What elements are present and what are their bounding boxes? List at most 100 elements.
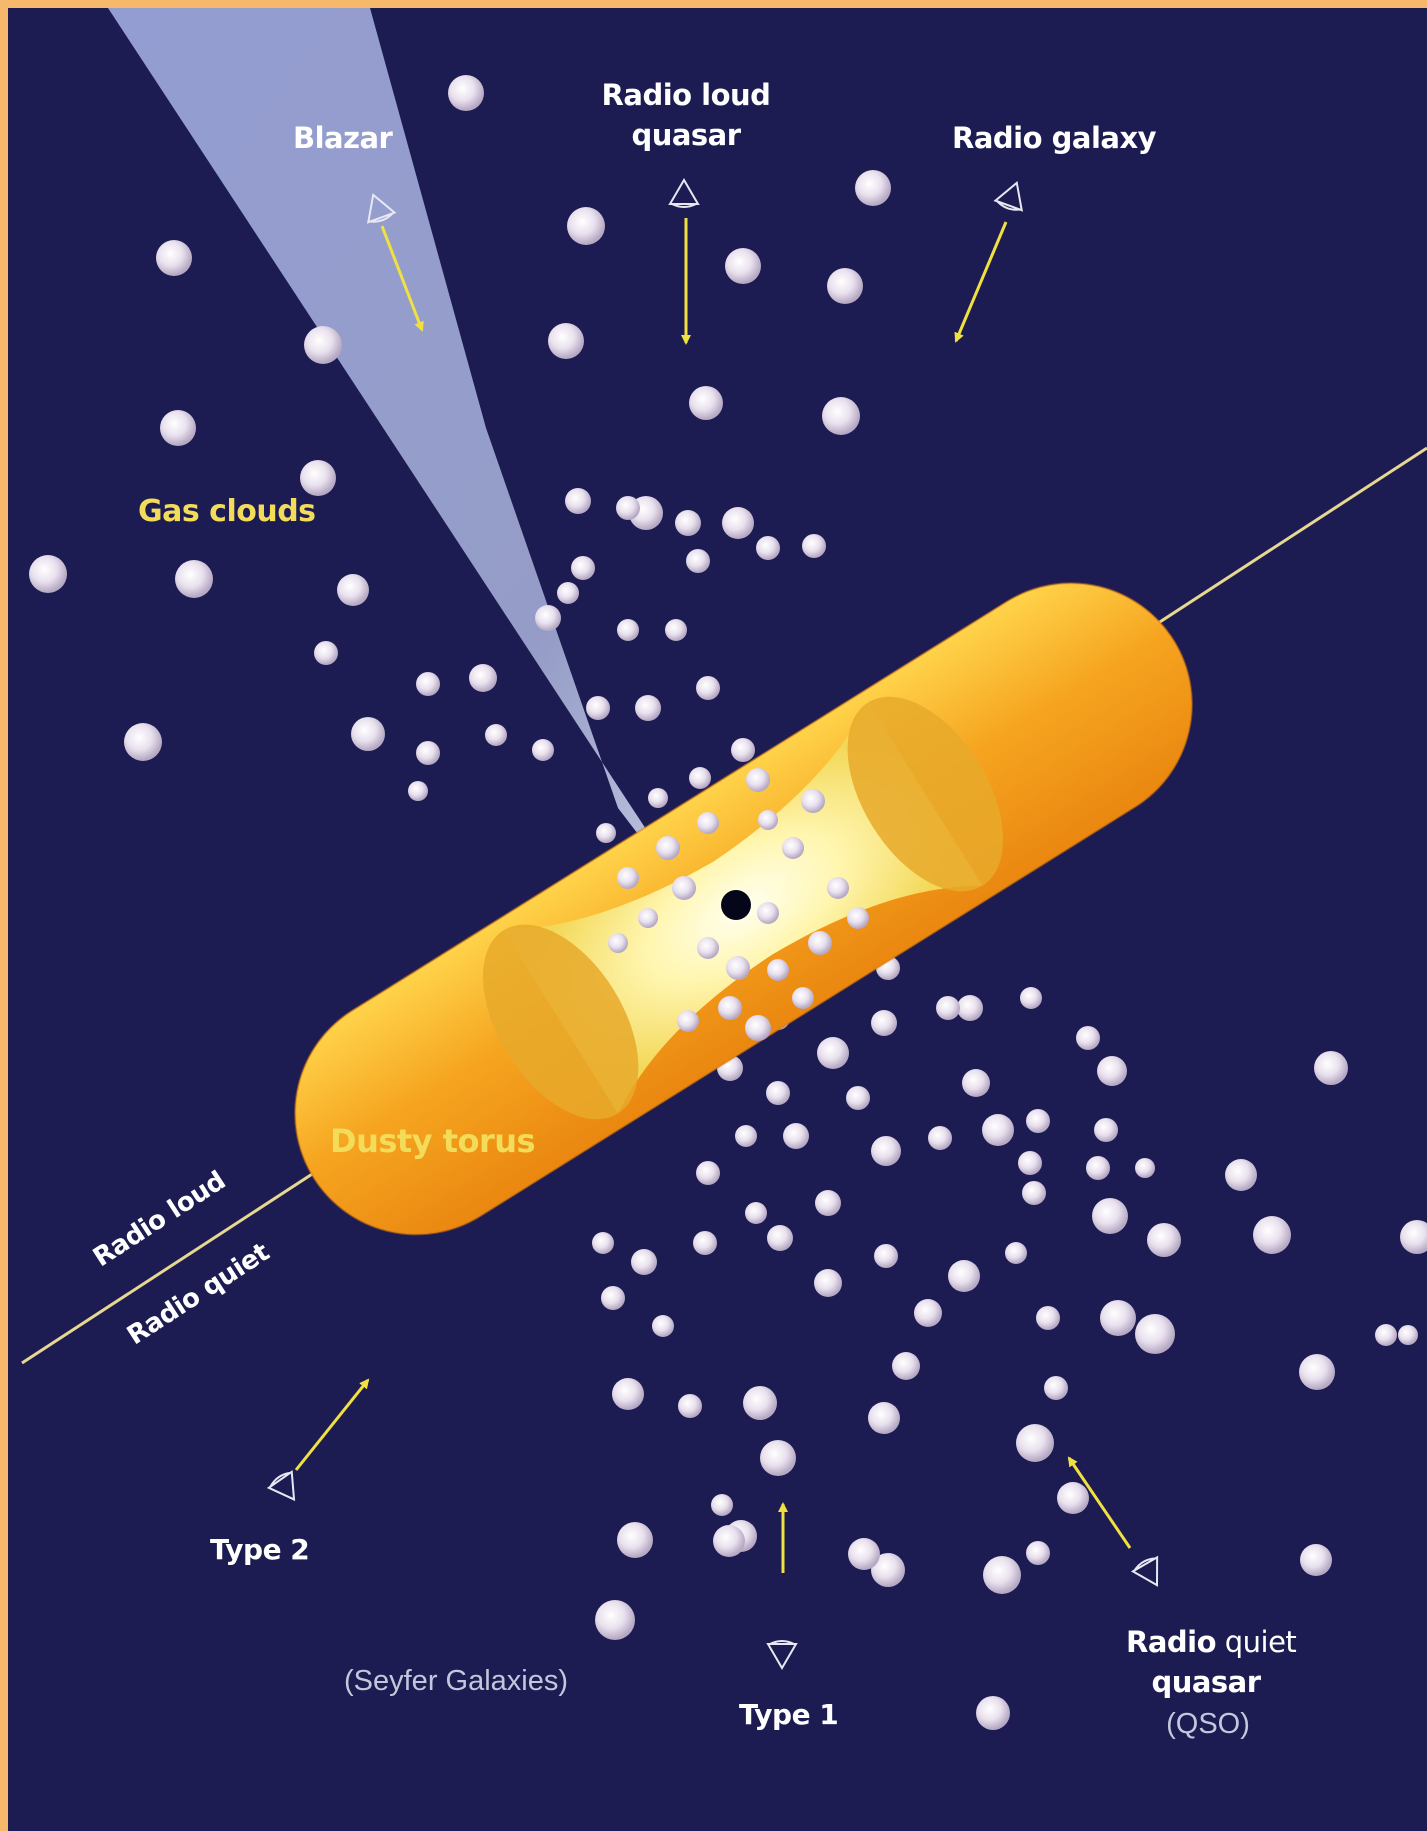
gas-cloud xyxy=(745,1202,767,1224)
gas-cloud xyxy=(586,696,610,720)
gas-cloud xyxy=(983,1556,1021,1594)
arrow-type2 xyxy=(296,1380,368,1470)
gas-cloud xyxy=(408,781,428,801)
gas-cloud xyxy=(1400,1220,1427,1254)
gas-cloud xyxy=(567,207,605,245)
eye-icon xyxy=(994,178,1030,213)
gas-cloud xyxy=(1097,1056,1127,1086)
gas-cloud xyxy=(697,937,719,959)
gas-cloud xyxy=(557,582,579,604)
gas-cloud xyxy=(485,724,507,746)
gas-cloud xyxy=(617,1522,653,1558)
gas-cloud xyxy=(416,741,440,765)
gas-cloud xyxy=(1020,987,1042,1009)
gas-cloud xyxy=(652,1315,674,1337)
gas-cloud xyxy=(713,1525,745,1557)
gas-cloud xyxy=(616,496,640,520)
gas-cloud xyxy=(722,507,754,539)
gas-cloud xyxy=(678,1394,702,1418)
gas-cloud xyxy=(29,555,67,593)
gas-cloud xyxy=(697,812,719,834)
gas-cloud xyxy=(535,605,561,631)
gas-cloud xyxy=(936,996,960,1020)
gas-cloud xyxy=(982,1114,1014,1146)
gas-cloud xyxy=(571,556,595,580)
gas-cloud xyxy=(1076,1026,1100,1050)
gas-cloud xyxy=(1026,1109,1050,1133)
gas-cloud xyxy=(871,1010,897,1036)
gas-cloud xyxy=(814,1269,842,1297)
gas-cloud xyxy=(928,1126,952,1150)
gas-cloud xyxy=(601,1286,625,1310)
gas-cloud xyxy=(612,1378,644,1410)
gas-cloud xyxy=(735,1125,757,1147)
label-radio-galaxy: Radio galaxy xyxy=(952,121,1156,155)
gas-cloud xyxy=(314,641,338,665)
gas-cloud xyxy=(469,664,497,692)
gas-cloud xyxy=(725,248,761,284)
gas-cloud xyxy=(1135,1158,1155,1178)
gas-cloud xyxy=(808,931,832,955)
gas-cloud xyxy=(592,1232,614,1254)
gas-cloud xyxy=(1375,1324,1397,1346)
gas-cloud xyxy=(760,1440,796,1476)
gas-cloud xyxy=(976,1696,1010,1730)
gas-cloud xyxy=(855,170,891,206)
gas-cloud xyxy=(827,268,863,304)
gas-cloud xyxy=(337,574,369,606)
agn-diagram: Blazar Radio loud quasar Radio galaxy Ga… xyxy=(8,8,1427,1831)
gas-cloud xyxy=(892,1352,920,1380)
gas-cloud xyxy=(635,695,661,721)
label-radio-loud-quasar-line2: quasar xyxy=(631,118,740,152)
gas-cloud xyxy=(304,326,342,364)
gas-cloud xyxy=(638,908,658,928)
label-dusty-torus: Dusty torus xyxy=(330,1122,535,1160)
gas-cloud xyxy=(1314,1051,1348,1085)
gas-cloud xyxy=(914,1299,942,1327)
label-radio-quiet-quasar-line1: Radio quiet xyxy=(1126,1625,1296,1659)
gas-cloud xyxy=(767,1225,793,1251)
label-rq-normal: quiet xyxy=(1216,1625,1296,1659)
gas-cloud xyxy=(1100,1300,1136,1336)
arrow-radio-galaxy xyxy=(956,222,1006,341)
gas-cloud xyxy=(948,1260,980,1292)
gas-cloud xyxy=(617,619,639,641)
gas-cloud xyxy=(160,410,196,446)
gas-cloud xyxy=(672,876,696,900)
gas-cloud xyxy=(874,1244,898,1268)
eye-icon xyxy=(1131,1555,1169,1592)
gas-cloud xyxy=(758,810,778,830)
gas-cloud xyxy=(783,1123,809,1149)
gas-cloud xyxy=(711,1494,733,1516)
gas-cloud xyxy=(731,738,755,762)
gas-cloud xyxy=(1022,1181,1046,1205)
label-seyfert-galaxies: (Seyfer Galaxies) xyxy=(344,1665,568,1698)
gas-cloud xyxy=(351,717,385,751)
eye-icon xyxy=(267,1469,305,1507)
gas-cloud xyxy=(175,560,213,598)
gas-cloud xyxy=(746,768,770,792)
central-black-hole xyxy=(721,890,751,920)
gas-cloud xyxy=(802,534,826,558)
gas-cloud xyxy=(782,837,804,859)
gas-cloud xyxy=(1036,1306,1060,1330)
gas-cloud xyxy=(817,1037,849,1069)
gas-cloud xyxy=(675,510,701,536)
gas-cloud xyxy=(792,987,814,1009)
gas-cloud xyxy=(1092,1198,1128,1234)
gas-cloud xyxy=(300,460,336,496)
label-blazar: Blazar xyxy=(293,121,392,155)
gas-cloud xyxy=(1299,1354,1335,1390)
label-type2: Type 2 xyxy=(210,1533,309,1566)
gas-cloud xyxy=(1225,1159,1257,1191)
gas-cloud xyxy=(696,676,720,700)
gas-cloud xyxy=(448,75,484,111)
gas-cloud xyxy=(718,996,742,1020)
gas-cloud xyxy=(416,672,440,696)
gas-cloud xyxy=(1044,1376,1068,1400)
gas-cloud xyxy=(1398,1325,1418,1345)
gas-cloud xyxy=(124,723,162,761)
gas-cloud xyxy=(822,397,860,435)
label-radio-loud-quasar-line1: Radio loud xyxy=(602,78,771,112)
gas-cloud xyxy=(548,323,584,359)
